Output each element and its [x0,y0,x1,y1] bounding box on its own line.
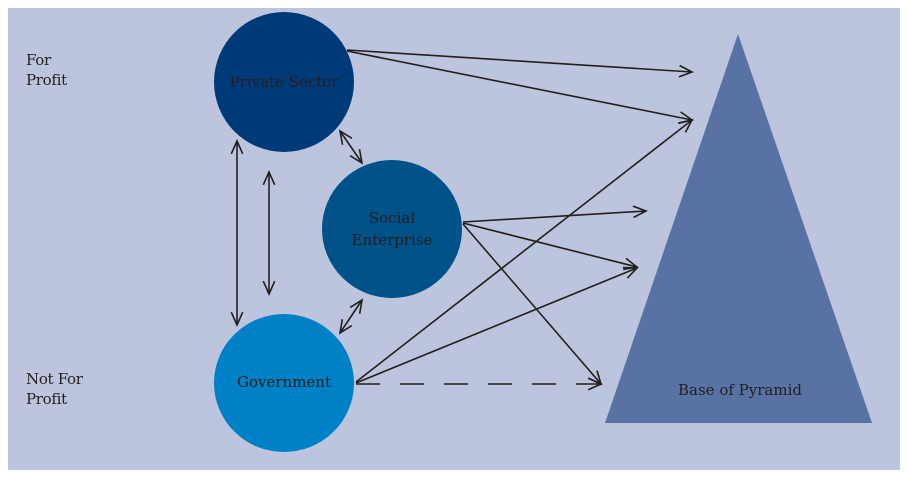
arrowhead-icon [230,139,244,155]
not-for-profit-label-line-2: Profit [26,390,67,408]
for-profit-label-line-2: Profit [26,71,67,89]
edge-government-to-base-of-pyramid-5 [355,119,693,383]
arrowhead-icon [230,311,244,327]
arrowhead-icon [587,377,603,391]
social-enterprise-label-line-2: Enterprise [352,231,433,249]
arrowhead-icon [338,129,353,145]
edge-social-enterprise-to-base-of-pyramid-3 [462,222,638,268]
edge-social-enterprise-to-base-of-pyramid-4 [462,223,602,385]
arrowhead-icon [623,257,639,271]
government-label: Government [237,373,331,391]
not-for-profit-label-line-1: Not For [26,370,83,388]
social-enterprise-label-line-1: Social [369,209,415,227]
for-profit-label-line-1: For [26,51,51,69]
arrow-layer [230,49,694,391]
for-profit-label: For Profit [26,50,67,90]
arrowhead-icon [632,205,648,219]
private-sector-node [214,12,354,152]
base-of-pyramid-label: Base of Pyramid [678,381,802,399]
edge-social-enterprise-to-government-11 [339,299,363,334]
arrowhead-icon [349,149,364,165]
arrowhead-icon [678,118,694,133]
not-for-profit-label: Not For Profit [26,369,83,409]
social-enterprise-node [322,160,462,298]
arrowhead-icon [678,64,694,78]
arrowhead-icon [262,170,276,186]
edge-private-sector-to-base-of-pyramid-1 [346,50,693,121]
edge-government-to-base-of-pyramid-6 [355,267,638,384]
edge-social-enterprise-to-base-of-pyramid-2 [462,210,647,223]
arrowhead-icon [338,319,353,335]
arrowhead-icon [262,280,276,296]
arrowhead-icon [622,266,639,279]
edge-private-sector-to-social-enterprise-10 [339,130,363,164]
edge-private-sector-to-base-of-pyramid-0 [346,49,693,73]
government-node [214,314,354,452]
private-sector-label: Private Sector [230,73,340,91]
arrowhead-icon [349,298,364,314]
base-of-pyramid-triangle [605,34,872,423]
